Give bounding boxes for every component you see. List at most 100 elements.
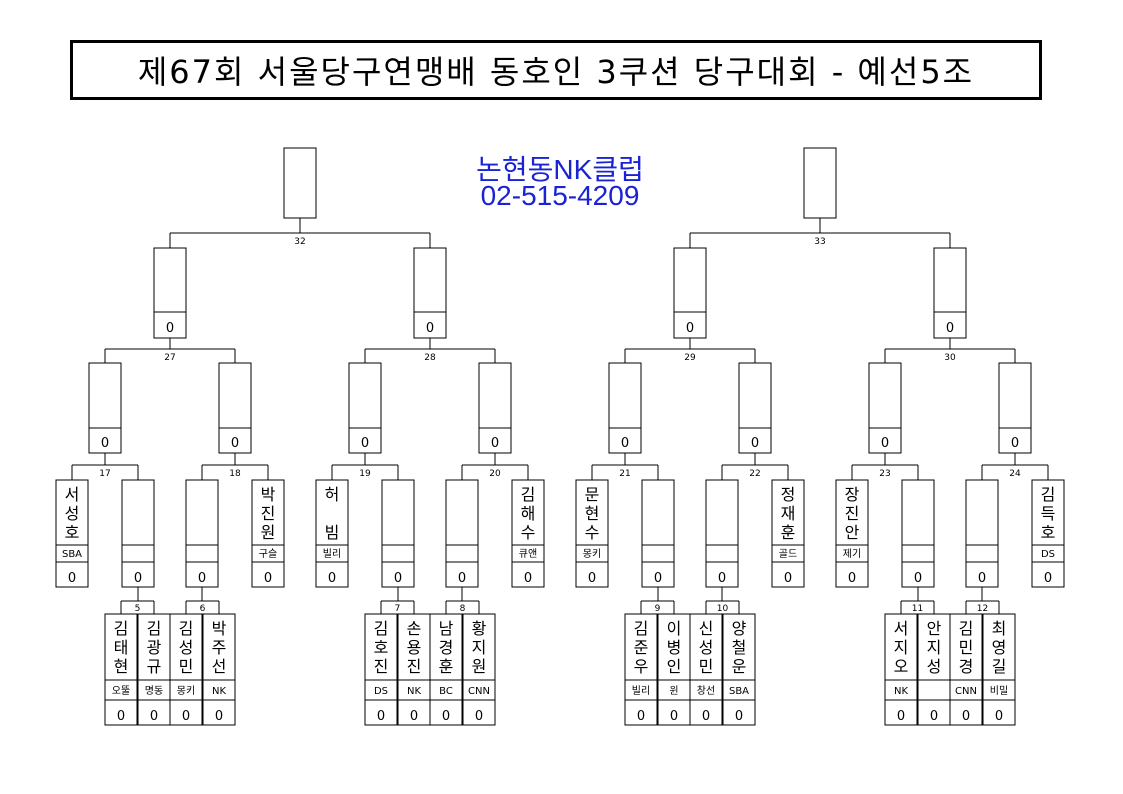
svg-text:민: 민 bbox=[179, 657, 194, 676]
score-mark: 0 bbox=[735, 709, 743, 724]
player-club: CNN bbox=[468, 686, 490, 697]
seeded-player-club: 몽키 bbox=[583, 548, 601, 560]
round-of-16-box bbox=[575, 479, 609, 588]
svg-text:호: 호 bbox=[374, 638, 389, 657]
svg-text:성: 성 bbox=[179, 638, 194, 657]
score-mark: 0 bbox=[637, 709, 645, 724]
seeded-player-name: 서성호 bbox=[65, 485, 80, 542]
match-number-label: 23 bbox=[879, 469, 890, 479]
svg-text:김: 김 bbox=[1041, 485, 1056, 504]
match-number-label: 8 bbox=[460, 604, 466, 614]
seeded-player-club: 구슬 bbox=[259, 548, 277, 560]
player-name: 안지성 bbox=[927, 619, 942, 676]
score-mark: 0 bbox=[150, 709, 158, 724]
svg-text:영: 영 bbox=[992, 638, 1007, 657]
player-club: 빌리 bbox=[632, 685, 650, 697]
svg-text:박: 박 bbox=[261, 485, 276, 504]
player-name: 김광규 bbox=[147, 619, 162, 676]
seeded-player-name: 장진안 bbox=[845, 485, 860, 542]
player-name: 김성민 bbox=[179, 619, 194, 676]
seeded-player-club: SBA bbox=[62, 549, 82, 560]
round-of-16-box bbox=[185, 479, 219, 588]
svg-text:진: 진 bbox=[261, 504, 276, 523]
score-mark: 0 bbox=[182, 709, 190, 724]
svg-text:경: 경 bbox=[959, 657, 974, 676]
score-mark: 0 bbox=[946, 321, 954, 336]
player-club: BC bbox=[439, 686, 453, 697]
match-number-label: 17 bbox=[99, 469, 110, 479]
svg-text:성: 성 bbox=[65, 504, 80, 523]
score-mark: 0 bbox=[686, 321, 694, 336]
svg-text:경: 경 bbox=[439, 638, 454, 657]
score-mark: 0 bbox=[166, 321, 174, 336]
round-of-16-box bbox=[251, 479, 285, 588]
player-club: SBA bbox=[729, 686, 749, 697]
score-mark: 0 bbox=[524, 571, 532, 586]
svg-text:김: 김 bbox=[179, 619, 194, 638]
svg-text:해: 해 bbox=[521, 504, 536, 523]
first-round-player-box bbox=[982, 613, 1016, 726]
match-number-label: 21 bbox=[619, 469, 630, 479]
score-mark: 0 bbox=[881, 436, 889, 451]
svg-text:지: 지 bbox=[927, 638, 942, 657]
player-name: 김준우 bbox=[634, 619, 649, 676]
match-number-label: 18 bbox=[229, 469, 241, 479]
svg-text:빔: 빔 bbox=[325, 523, 340, 542]
score-mark: 0 bbox=[328, 571, 336, 586]
svg-text:용: 용 bbox=[407, 638, 422, 657]
svg-text:민: 민 bbox=[959, 638, 974, 657]
svg-text:민: 민 bbox=[699, 657, 714, 676]
title-box: 제67회 서울당구연맹배 동호인 3쿠션 당구대회 - 예선5조 bbox=[70, 40, 1042, 100]
quarterfinal-box bbox=[998, 362, 1032, 454]
seeded-player-name: 박진원 bbox=[261, 485, 276, 542]
score-mark: 0 bbox=[361, 436, 369, 451]
svg-text:성: 성 bbox=[927, 657, 942, 676]
player-name: 박주선 bbox=[212, 619, 227, 676]
match-number-label: 32 bbox=[294, 237, 305, 247]
match-number-label: 29 bbox=[684, 353, 696, 363]
first-round-player-box bbox=[657, 613, 691, 726]
seeded-player-name: 김득호 bbox=[1041, 485, 1056, 542]
seeded-player-name: 허 빔 bbox=[325, 485, 340, 542]
player-club: NK bbox=[894, 686, 908, 697]
match-number-label: 22 bbox=[749, 469, 760, 479]
svg-text:길: 길 bbox=[992, 657, 1007, 676]
score-mark: 0 bbox=[1044, 571, 1052, 586]
score-mark: 0 bbox=[914, 571, 922, 586]
first-round-player-box bbox=[202, 613, 236, 726]
score-mark: 0 bbox=[231, 436, 239, 451]
score-mark: 0 bbox=[588, 571, 596, 586]
score-mark: 0 bbox=[491, 436, 499, 451]
svg-text:지: 지 bbox=[472, 638, 487, 657]
seeded-player-club: 제기 bbox=[843, 548, 861, 560]
player-name: 김민경 bbox=[959, 619, 974, 676]
match-number-label: 24 bbox=[1009, 469, 1021, 479]
player-name: 양철운 bbox=[732, 619, 747, 676]
first-round-player-box bbox=[429, 613, 463, 726]
match-number-label: 28 bbox=[424, 353, 436, 363]
first-round-player-box bbox=[917, 613, 951, 726]
svg-text:안: 안 bbox=[927, 619, 942, 638]
svg-text:김: 김 bbox=[521, 485, 536, 504]
round-of-16-box bbox=[55, 479, 89, 588]
player-club: 윈 bbox=[669, 685, 678, 697]
svg-text:준: 준 bbox=[634, 638, 649, 657]
score-mark: 0 bbox=[134, 571, 142, 586]
svg-text:규: 규 bbox=[147, 657, 162, 676]
svg-text:재: 재 bbox=[781, 504, 796, 523]
score-mark: 0 bbox=[670, 709, 678, 724]
svg-text:손: 손 bbox=[407, 619, 422, 638]
svg-text:수: 수 bbox=[585, 523, 600, 542]
player-name: 김태현 bbox=[114, 619, 129, 676]
player-club: DS bbox=[374, 686, 388, 697]
player-name: 남경훈 bbox=[439, 619, 454, 676]
round-of-16-box bbox=[381, 479, 415, 588]
first-round-player-box bbox=[689, 613, 723, 726]
tournament-title: 제67회 서울당구연맹배 동호인 3쿠션 당구대회 - 예선5조 bbox=[137, 53, 975, 91]
round-of-16-box bbox=[315, 479, 349, 588]
svg-text:김: 김 bbox=[959, 619, 974, 638]
final-box bbox=[283, 147, 317, 219]
svg-text:수: 수 bbox=[521, 523, 536, 542]
match-number-label: 6 bbox=[200, 604, 206, 614]
score-mark: 0 bbox=[117, 709, 125, 724]
